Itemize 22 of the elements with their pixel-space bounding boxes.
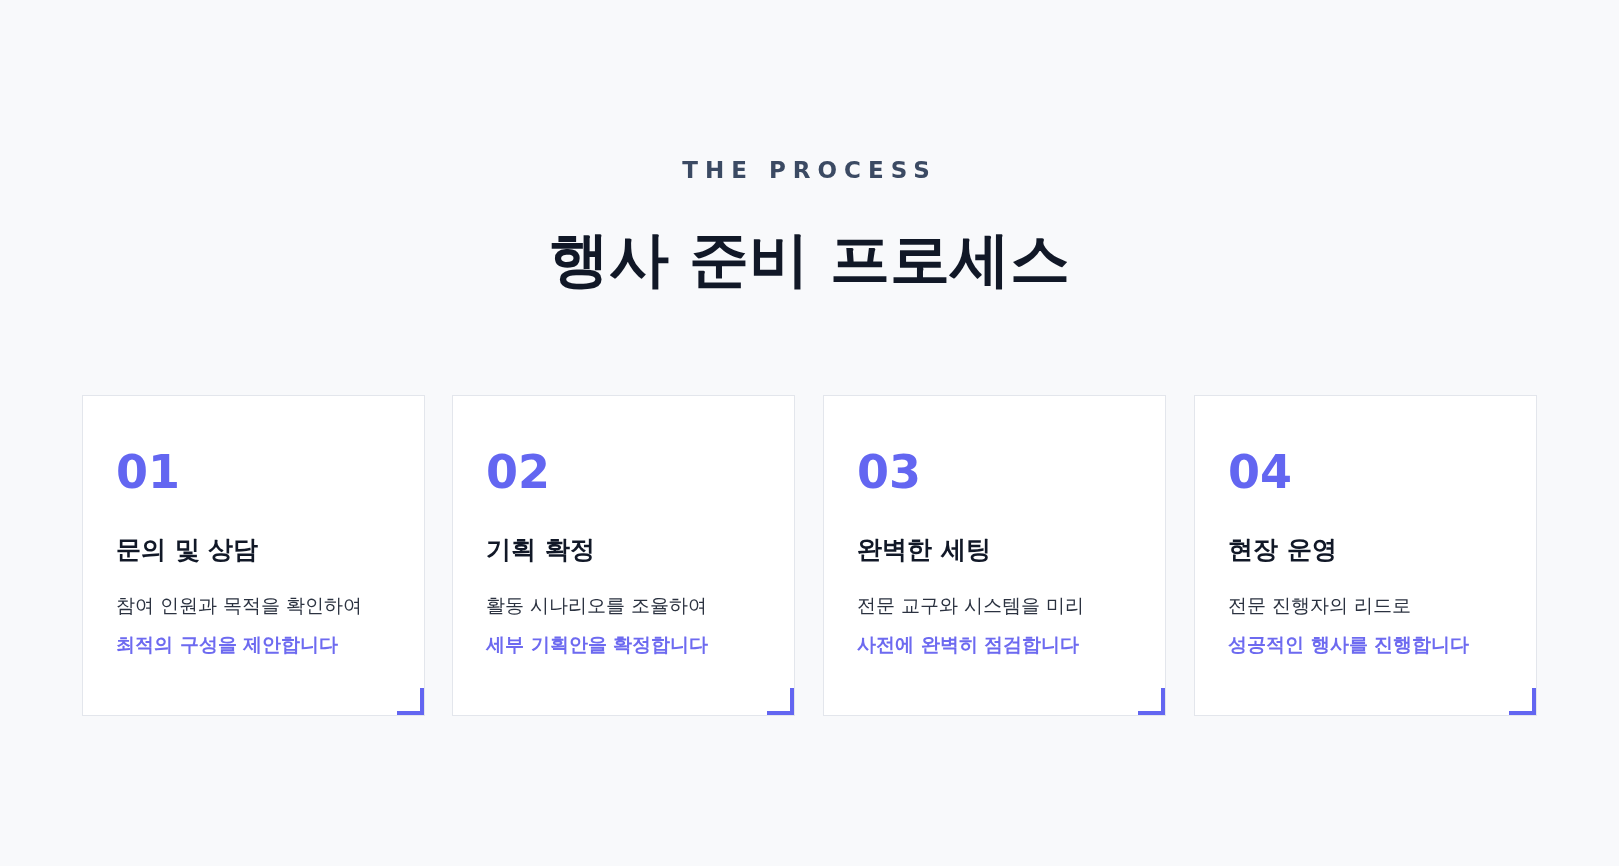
step-description: 전문 진행자의 리드로: [1228, 594, 1412, 618]
step-card: [452, 395, 795, 716]
step-card: [82, 395, 425, 716]
step-title: 완벽한 세팅: [857, 534, 991, 566]
step-title: 기획 확정: [486, 534, 595, 566]
step-highlight: 성공적인 행사를 진행합니다: [1228, 633, 1470, 657]
step-number: 04: [1228, 444, 1292, 501]
step-number: 02: [486, 444, 550, 501]
step-title: 현장 운영: [1228, 534, 1337, 566]
step-description: 활동 시나리오를 조율하여: [486, 594, 708, 618]
step-highlight: 사전에 완벽히 점검합니다: [857, 633, 1080, 657]
step-highlight: 세부 기획안을 확정합니다: [486, 633, 709, 657]
step-card: [823, 395, 1166, 716]
step-highlight: 최적의 구성을 제안합니다: [116, 633, 339, 657]
step-number: 01: [116, 444, 180, 501]
step-card: [1194, 395, 1537, 716]
step-description: 전문 교구와 시스템을 미리: [857, 594, 1085, 618]
section-label: THE PROCESS: [682, 157, 937, 183]
step-number: 03: [857, 444, 921, 501]
section-heading: 행사 준비 프로세스: [548, 224, 1071, 294]
step-title: 문의 및 상담: [116, 534, 259, 566]
step-description: 참여 인원과 목적을 확인하여: [116, 594, 363, 618]
